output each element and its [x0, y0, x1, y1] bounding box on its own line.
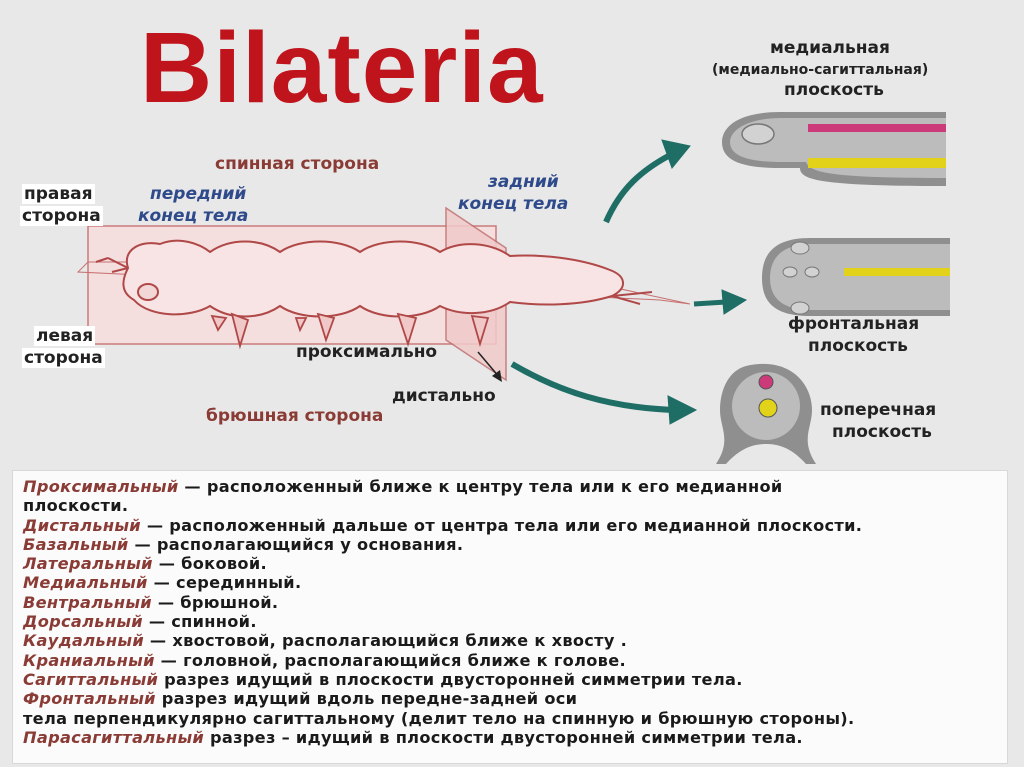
left-side-label-1: левая: [34, 326, 96, 346]
definition-item: Медиальный — серединный.: [23, 573, 302, 593]
definition-item: Дорсальный — спинной.: [23, 612, 257, 632]
proximal-label: проксимально: [296, 342, 438, 362]
definitions-box: Проксимальный — расположенный ближе к це…: [12, 470, 1008, 764]
left-side-label-2: сторона: [22, 348, 105, 368]
definition-item: Дистальный — расположенный дальше от цен…: [23, 515, 863, 535]
worm-legs: [210, 312, 490, 350]
definition-item: плоскости.: [23, 496, 129, 516]
worm-tail: [611, 291, 653, 305]
medial-plane-label-2: (медиально-сагиттальная): [712, 62, 929, 78]
medial-plane-label-1: медиальная: [770, 38, 890, 58]
anterior-end-label-1: передний: [150, 184, 247, 204]
medial-section-drawing: [722, 112, 946, 186]
definition-item: Парасагиттальный разрез – идущий в плоск…: [23, 727, 803, 747]
right-side-label-2: сторона: [20, 206, 103, 226]
ventral-side-label: брюшная сторона: [206, 406, 384, 426]
worm-antenna: [95, 257, 129, 273]
definition-item: Вентральный — брюшной.: [23, 592, 279, 612]
definition-item: Каудальный — хвостовой, располагающийся …: [23, 631, 628, 651]
transverse-section-drawing: [716, 363, 816, 464]
definition-item: Сагиттальный разрез идущий в плоскости д…: [23, 669, 743, 689]
definition-item: Проксимальный — расположенный ближе к це…: [23, 477, 783, 496]
worm-eye: [137, 283, 159, 301]
distal-label: дистально: [392, 386, 496, 406]
frontal-plane-label-2: плоскость: [808, 336, 908, 356]
definition-item: Латеральный — боковой.: [23, 554, 267, 574]
worm-body: [122, 239, 624, 318]
right-side-label-1: правая: [22, 184, 95, 204]
dorsal-side-label: спинная сторона: [215, 154, 380, 174]
page-title: Bilateria: [140, 12, 544, 124]
definitions-list: Проксимальный — расположенный ближе к це…: [23, 477, 1003, 747]
definition-item: Фронтальный разрез идущий вдоль передне-…: [23, 689, 578, 709]
bilateria-diagram: [76, 112, 950, 464]
definition-item: Базальный — располагающийся у основания.: [23, 534, 464, 554]
transverse-plane-label-2: плоскость: [832, 422, 932, 442]
arrows: [510, 139, 748, 425]
transverse-plane-label-1: поперечная: [820, 400, 937, 420]
frontal-section-drawing: [762, 238, 950, 316]
definition-item: тела перпендикулярно сагиттальному (дели…: [23, 708, 855, 728]
anterior-end-label-2: конец тела: [138, 206, 249, 226]
posterior-end-label-2: конец тела: [458, 194, 569, 214]
posterior-end-label-1: задний: [488, 172, 559, 192]
medial-plane-label-3: плоскость: [784, 80, 884, 100]
definition-item: Краниальный — головной, располагающийся …: [23, 650, 626, 670]
frontal-plane-label-1: фронтальная: [788, 314, 920, 334]
